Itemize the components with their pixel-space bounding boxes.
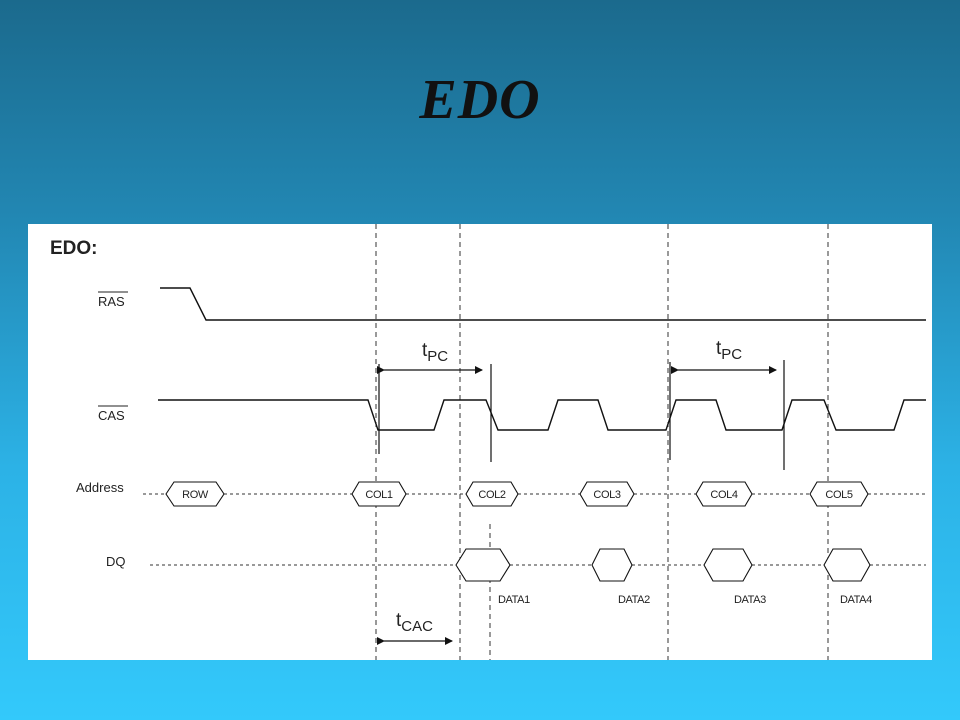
ras-waveform [160, 287, 926, 321]
diagram-heading: EDO: [50, 238, 98, 259]
address-cell [465, 481, 519, 507]
tpc-label-1: tPC [422, 340, 448, 365]
tpc-label-2: tPC [716, 338, 742, 363]
address-cell-label: COL5 [825, 489, 852, 501]
cas-label: CAS [98, 408, 125, 423]
dq-data-window [703, 548, 753, 582]
address-cell [579, 481, 635, 507]
dq-data-window [591, 548, 633, 582]
address-cell [351, 481, 407, 507]
address-cell [809, 481, 869, 507]
address-cell-label: COL4 [710, 489, 737, 501]
dq-bus [150, 548, 926, 582]
address-cell-label: COL2 [478, 489, 505, 501]
guide-lines [375, 224, 829, 660]
ras-label: RAS [98, 294, 125, 309]
data-label: DATA1 [498, 594, 530, 606]
cas-waveform [158, 399, 926, 431]
dq-label: DQ [106, 554, 126, 569]
dq-data-window [455, 548, 511, 582]
data-label: DATA2 [618, 594, 650, 606]
tcac-label: tCAC [396, 610, 433, 635]
address-cell [695, 481, 753, 507]
address-bus: ROW COL1 COL2 COL3 COL4 COL5 [143, 481, 926, 507]
address-cell-label: ROW [182, 489, 209, 501]
timing-diagram: EDO: RAS CAS Address DQ [28, 224, 932, 660]
timing-diagram-svg: EDO: RAS CAS Address DQ [50, 224, 926, 660]
dq-data-window [823, 548, 871, 582]
address-cell-label: COL3 [593, 489, 620, 501]
address-label: Address [76, 480, 124, 495]
data-label: DATA3 [734, 594, 766, 606]
address-cell [165, 481, 225, 507]
slide-title: EDO [419, 69, 541, 131]
data-label: DATA4 [840, 594, 872, 606]
address-cell-label: COL1 [365, 489, 392, 501]
